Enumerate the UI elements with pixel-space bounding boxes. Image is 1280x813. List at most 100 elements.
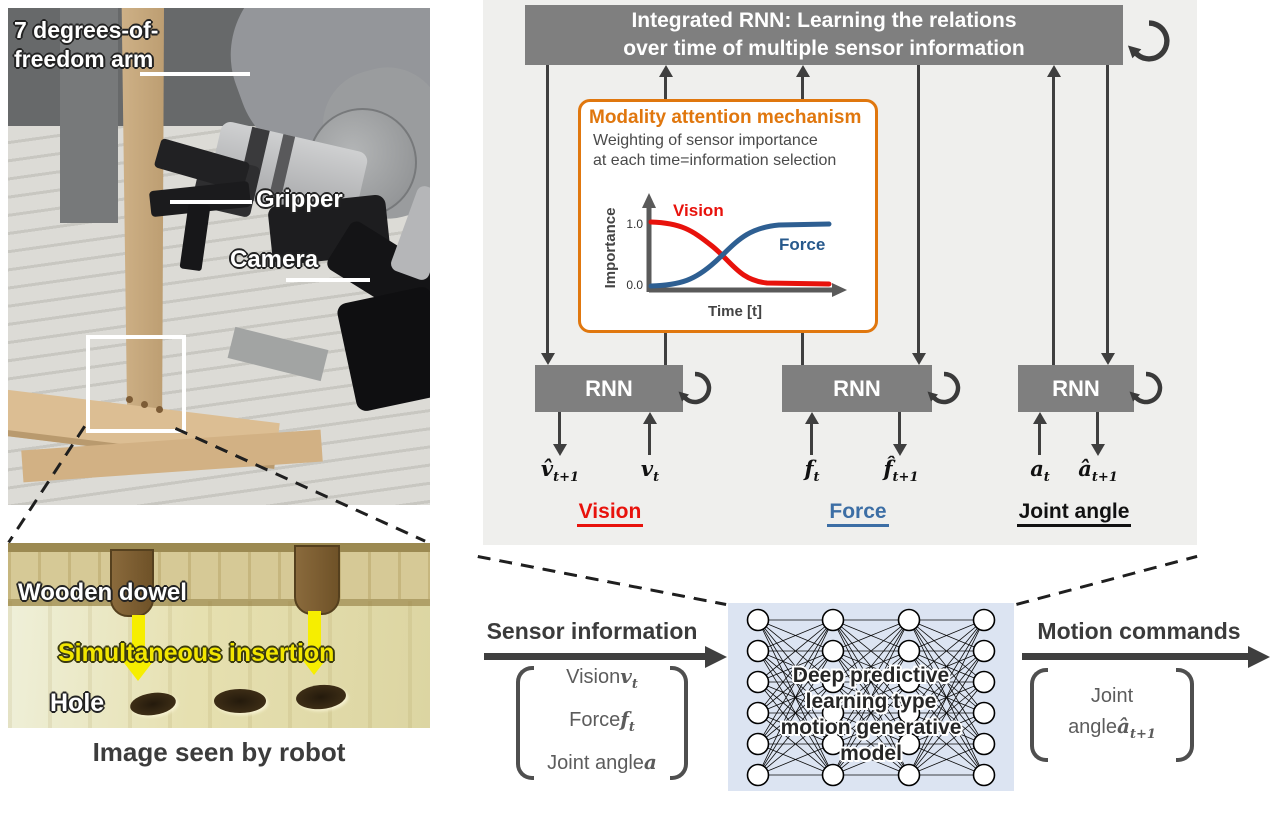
signal-v-pred: v̂t+1 <box>540 456 580 486</box>
integrated-rnn-line2: over time of multiple sensor information <box>623 37 1025 60</box>
plank-shadow <box>8 599 430 606</box>
bracket-right <box>1176 668 1194 762</box>
dowel-right <box>294 545 340 615</box>
sensor-input-bracket: Visionvt Forceft Joint anglea <box>516 664 688 780</box>
chart-ylabel: Importance <box>602 208 619 289</box>
arrow-rnn1-to-header <box>664 76 667 99</box>
bracket-left <box>516 666 534 780</box>
insertion-arrow-right-shaft <box>308 611 321 655</box>
hole-callout: Hole <box>50 689 105 717</box>
arrow-force-input <box>810 423 813 455</box>
robot-photo: 7 degrees-of- freedom arm Gripper Camera <box>8 8 430 505</box>
arrowhead-up <box>643 412 657 424</box>
integrated-rnn-box: Integrated RNN: Learning the relations o… <box>525 5 1123 65</box>
input-row-joint: Joint anglea <box>547 749 657 774</box>
plank-top-edge <box>8 543 430 552</box>
dowel-callout: Wooden dowel <box>18 579 187 606</box>
chart-tick-bottom: 0.0 <box>626 278 643 292</box>
panel-dash-left <box>477 555 727 607</box>
chart-vision-label: Vision <box>673 201 724 220</box>
rnn-box-vision: RNN <box>535 365 683 412</box>
motion-commands-title: Motion commands <box>1037 618 1241 644</box>
motion-output-bracket: Joint angleât+1 <box>1030 668 1194 762</box>
neural-network-graphic <box>746 608 996 787</box>
bracket-left <box>1030 668 1048 762</box>
arrowhead-down <box>893 444 907 456</box>
rnn-box-joint: RNN <box>1018 365 1134 412</box>
modality-vision-label: Vision <box>558 500 662 527</box>
arrow-joint-pred <box>1096 412 1099 444</box>
dowel-hole-dot <box>141 401 148 408</box>
arrowhead-up <box>1033 412 1047 424</box>
dowel-hole-dot <box>126 396 133 403</box>
dowel-left <box>110 549 154 617</box>
arm-callout-line <box>140 72 250 76</box>
arrowhead-up <box>659 65 673 77</box>
arrow-vision-pred <box>558 412 561 444</box>
arrow-rnn2-to-header <box>801 76 804 99</box>
sensor-information-title: Sensor information <box>486 618 698 644</box>
closeup-caption: Image seen by robot <box>92 737 346 767</box>
signal-a-in: at <box>1030 456 1050 486</box>
output-row-line1: Joint <box>1090 684 1134 707</box>
camera-callout-line <box>286 278 370 282</box>
chart-tick-top: 1.0 <box>626 217 643 231</box>
plank-grain <box>8 543 430 601</box>
modality-force-label: Force <box>806 500 910 527</box>
arrowhead-up <box>796 65 810 77</box>
gripper-callout: Gripper <box>256 186 343 213</box>
arrowhead-down <box>1091 444 1105 456</box>
arrow-header-to-rnn2 <box>917 65 920 353</box>
arrow-vision-input <box>648 423 651 455</box>
model-title: Deep predictive learning type motion gen… <box>780 664 962 766</box>
input-row-force: Forceft <box>569 706 635 735</box>
sensor-arrow-shaft <box>484 653 706 660</box>
arrowhead-down <box>1101 353 1115 365</box>
signal-f-pred: f̂t+1 <box>883 456 919 486</box>
arm-callout-line2: freedom arm <box>14 45 154 72</box>
chart-xlabel: Time [t] <box>708 303 762 320</box>
arrowhead-up <box>805 412 819 424</box>
closeup-photo: Wooden dowel Simultaneous insertion Hole <box>8 543 430 728</box>
arm-callout-line1: 7 degrees-of- <box>14 17 159 43</box>
arrowhead-down <box>541 353 555 365</box>
arrow-header-to-rnn1 <box>546 65 549 353</box>
motion-arrow-shaft <box>1022 653 1248 660</box>
gripper-callout-line <box>170 200 252 204</box>
signal-a-pred: ât+1 <box>1078 456 1118 486</box>
generative-model-box: Deep predictive learning type motion gen… <box>728 603 1014 791</box>
recurrent-loop-icon <box>1129 371 1163 405</box>
attention-body-line1: Weighting of sensor importance <box>593 132 818 149</box>
chart-force-label: Force <box>779 235 825 254</box>
arrow-rnn3-to-header <box>1052 76 1055 365</box>
attention-body-line2: at each time=information selection <box>593 152 837 170</box>
arrowhead-down <box>912 353 926 365</box>
attention-box: Modality attention mechanism Weighting o… <box>578 99 878 333</box>
arrow-joint-input <box>1038 423 1041 455</box>
bracket-right <box>670 666 688 780</box>
importance-chart: Importance 1.0 0.0 Vision Force Time [t] <box>602 193 847 320</box>
motion-arrow-head <box>1248 646 1270 668</box>
integrated-rnn-line1: Integrated RNN: Learning the relations <box>631 8 1017 32</box>
closeup-top-plank <box>8 543 430 601</box>
dowel-hole-dot <box>156 406 163 413</box>
insertion-callout: Simultaneous insertion <box>58 639 335 667</box>
modality-joint-label: Joint angle <box>1004 500 1144 527</box>
arm-callout: 7 degrees-of- freedom arm <box>14 16 158 74</box>
recurrent-loop-icon <box>927 371 961 405</box>
output-row-line2: angleât+1 <box>1068 713 1156 742</box>
hole <box>214 689 266 713</box>
rnn-box-force: RNN <box>782 365 932 412</box>
signal-f-in: ft <box>804 456 820 486</box>
arrow-rnn2-to-header-lower <box>801 333 804 365</box>
arrowhead-down <box>553 444 567 456</box>
arrow-header-to-rnn3 <box>1106 65 1109 353</box>
input-row-vision: Visionvt <box>566 663 638 692</box>
wooden-beam <box>121 8 164 456</box>
arrowhead-up <box>1047 65 1061 77</box>
signal-v-in: vt <box>640 456 660 486</box>
camera-callout: Camera <box>230 246 319 273</box>
arrow-force-pred <box>898 412 901 444</box>
zoom-region-square <box>86 335 186 433</box>
